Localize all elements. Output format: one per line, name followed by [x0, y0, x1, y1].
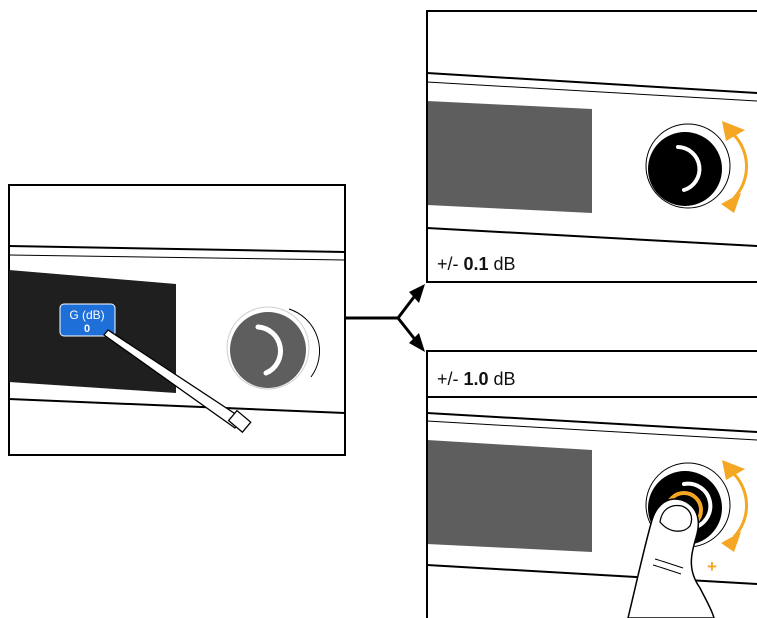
panel-edge-line — [9, 245, 345, 253]
arrowhead-up-icon — [409, 284, 425, 303]
step-size-value: 1.0 — [464, 369, 489, 389]
gain-label: G (dB) — [69, 308, 104, 322]
press-plus-symbol: + — [707, 557, 717, 576]
step-size-label: +/- 0.1 dB — [437, 254, 516, 274]
branch-connector — [345, 284, 425, 352]
arrowhead-down-icon — [409, 333, 425, 352]
gain-parameter-chip[interactable]: G (dB) 0 — [59, 303, 116, 337]
device-panel-left: G (dB) 0 — [8, 184, 346, 456]
device-panel-coarse-step: + +/- 1.0 dB — [426, 350, 757, 618]
rotary-knob-fine[interactable] — [645, 123, 731, 209]
gain-value: 0 — [84, 323, 90, 335]
step-size-label: +/- 1.0 dB — [437, 369, 516, 389]
rotary-knob-left[interactable] — [226, 306, 321, 390]
rotate-arrow-icon — [721, 460, 748, 552]
step-size-value: 0.1 — [464, 254, 489, 274]
rotate-arrow-icon — [721, 121, 748, 213]
finger-press-icon — [627, 498, 715, 618]
display-screen — [427, 101, 592, 213]
device-panel-fine-step: +/- 0.1 dB — [426, 10, 757, 283]
display-screen — [427, 440, 592, 552]
stylus-icon — [103, 329, 252, 434]
